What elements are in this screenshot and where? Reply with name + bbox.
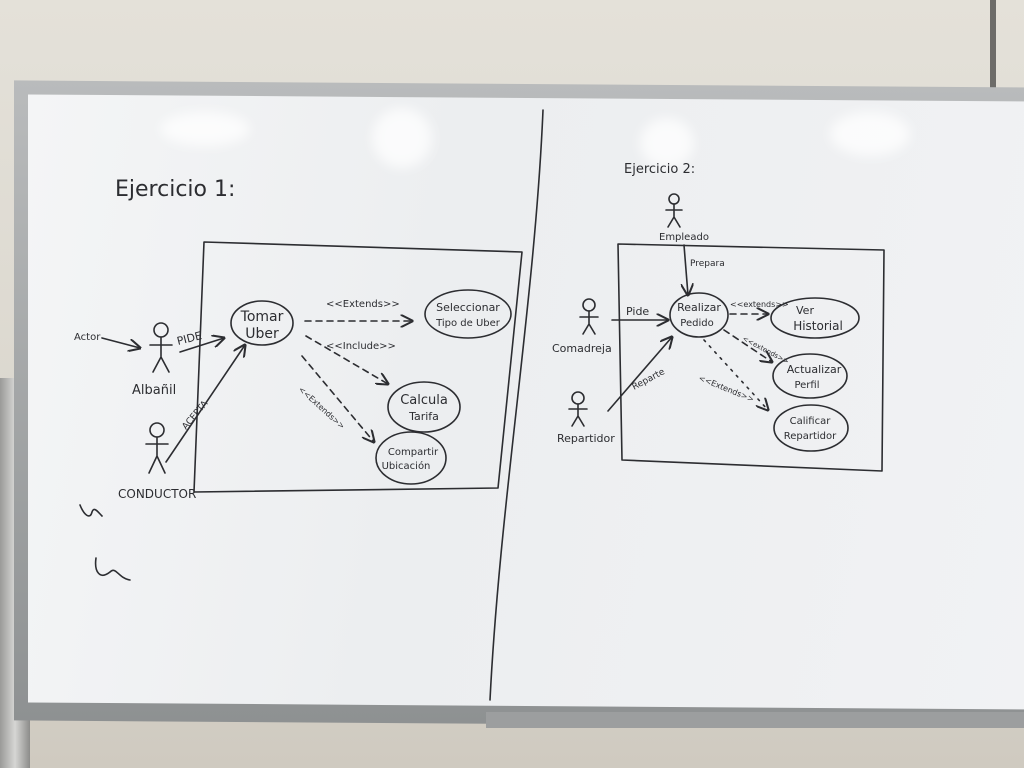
acepta-label: ACEPTA — [181, 399, 211, 432]
calificar-line2: Repartidor — [784, 431, 837, 442]
tomar-uber-line2: Uber — [245, 326, 279, 342]
exercise2-system-boundary — [617, 243, 885, 472]
reparte-association-arrow — [607, 337, 672, 412]
extends-compartir-label: <<Extends>> — [297, 385, 347, 431]
pide-association-arrow — [179, 338, 224, 353]
extends-calificar-arrow — [703, 339, 768, 410]
include-calcula-arrow — [305, 335, 388, 384]
actor-note-arrow — [101, 337, 140, 348]
empleado-label: Empleado — [659, 232, 709, 243]
usecase-compartir-ubicacion — [375, 431, 447, 485]
exercise2-title: Ejercicio 2: — [624, 162, 695, 177]
prepara-association-arrow — [684, 244, 688, 295]
include-calcula-label: <<Include>> — [326, 341, 396, 352]
comadreja-actor-icon — [579, 298, 599, 335]
light-glare — [640, 118, 694, 168]
exercise1-title: Ejercicio 1: — [115, 177, 235, 202]
calcula-line1: Calcula — [400, 393, 448, 408]
acepta-association-arrow — [165, 345, 245, 463]
usecase-ver-historial — [770, 297, 860, 339]
usecase-calcula-tarifa — [387, 381, 461, 433]
extends-seleccionar-label: <<Extends>> — [326, 299, 400, 310]
usecase-tomar-uber — [230, 300, 294, 346]
tomar-uber-line1: Tomar — [240, 309, 284, 325]
marker-tray — [486, 712, 1024, 728]
realizar-line1: Realizar — [677, 301, 721, 314]
compartir-line1: Compartir — [388, 447, 439, 458]
extends-ver-label: <<extends>> — [730, 300, 789, 309]
ver-line1: Ver — [796, 304, 814, 317]
calcula-line2: Tarifa — [408, 410, 439, 423]
repartidor-actor-icon — [568, 391, 588, 427]
wall-pipe — [990, 0, 996, 95]
extends-calificar-label: <<Extends>> — [697, 374, 755, 404]
ver-line2: Historial — [793, 319, 843, 333]
conductor-actor-icon — [145, 422, 169, 474]
extends-compartir-arrow — [301, 355, 374, 442]
actualizar-line2: Perfil — [794, 380, 819, 391]
realizar-line2: Pedido — [680, 318, 713, 329]
pide-ex2-label: Pide — [626, 305, 649, 318]
calificar-line1: Calificar — [790, 416, 832, 427]
seleccionar-line1: Seleccionar — [436, 301, 500, 314]
exercise1-system-boundary — [193, 241, 523, 493]
prepara-label: Prepara — [690, 259, 725, 269]
usecase-actualizar-perfil — [772, 353, 848, 399]
albanil-actor-icon — [149, 322, 173, 373]
light-glare — [830, 112, 910, 156]
usecase-realizar-pedido — [669, 292, 729, 338]
empleado-actor-icon — [665, 193, 683, 228]
extends-actualizar-arrow — [723, 329, 772, 362]
albanil-label: Albañil — [132, 383, 176, 398]
light-glare — [372, 108, 432, 168]
usecase-seleccionar-tipo — [424, 289, 512, 339]
extends-actualizar-label: <<extends>> — [741, 335, 790, 366]
scribble-mark — [94, 557, 131, 581]
pide-label: PIDE — [176, 329, 204, 348]
actualizar-line1: Actualizar — [787, 363, 842, 376]
board-divider-line — [489, 109, 544, 701]
comadreja-label: Comadreja — [552, 342, 612, 355]
usecase-calificar-repartidor — [773, 404, 849, 452]
seleccionar-line2: Tipo de Uber — [435, 318, 501, 329]
light-glare — [160, 112, 250, 146]
compartir-line2: Ubicación — [382, 460, 431, 472]
conductor-label: CONDUCTOR — [118, 487, 196, 501]
repartidor-label: Repartidor — [557, 432, 615, 445]
scribble-mark — [79, 504, 103, 517]
reparte-label: Reparte — [631, 367, 667, 393]
actor-note: Actor — [74, 332, 101, 343]
